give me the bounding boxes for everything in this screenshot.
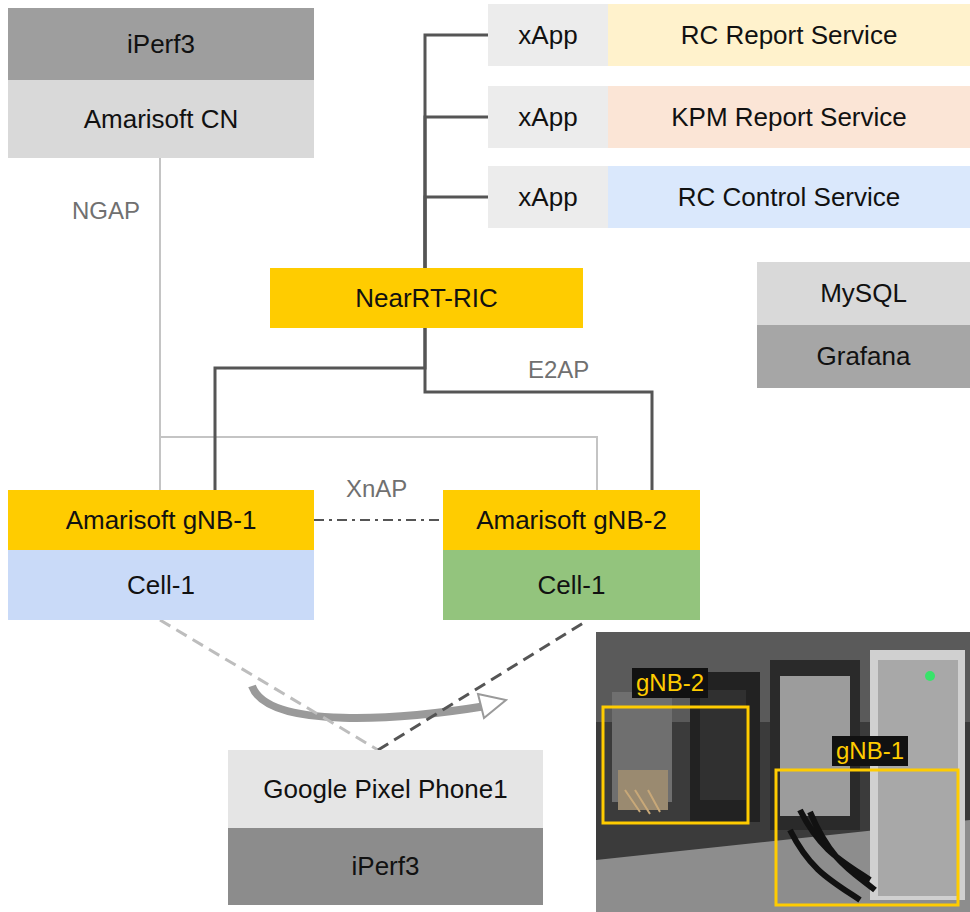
ric-box: NearRT-RIC bbox=[270, 268, 583, 328]
ric-bus bbox=[425, 35, 488, 268]
process-box: Amarisoft CN bbox=[8, 80, 314, 158]
box-label: xApp bbox=[518, 21, 577, 50]
e2ap-line bbox=[425, 328, 652, 490]
process-box: iPerf3 bbox=[8, 8, 314, 80]
radio-link bbox=[378, 620, 588, 750]
service-box: RC Control Service bbox=[608, 166, 970, 228]
box-label: Cell-1 bbox=[538, 571, 606, 600]
interface-label: XnAP bbox=[342, 476, 411, 502]
box-label: xApp bbox=[518, 103, 577, 132]
interface-label: NGAP bbox=[68, 198, 144, 224]
box-label: MySQL bbox=[820, 279, 907, 308]
ric-bus bbox=[425, 197, 488, 268]
xapp-box: xApp bbox=[488, 4, 608, 66]
device-box: Google Pixel Phone1 bbox=[228, 750, 543, 828]
box-label: Amarisoft gNB-1 bbox=[66, 506, 257, 535]
xapp-box: xApp bbox=[488, 166, 608, 228]
database-box: MySQL bbox=[757, 262, 970, 325]
interface-label: E2AP bbox=[524, 357, 593, 383]
box-label: Amarisoft CN bbox=[84, 105, 239, 134]
service-box: RC Report Service bbox=[608, 4, 970, 66]
service-box: KPM Report Service bbox=[608, 86, 970, 148]
ngap-line bbox=[160, 158, 597, 490]
xapp-box: xApp bbox=[488, 86, 608, 148]
box-label: Amarisoft gNB-2 bbox=[476, 506, 667, 535]
gnb-box: Amarisoft gNB-2 bbox=[443, 490, 700, 550]
process-box: iPerf3 bbox=[228, 828, 543, 905]
box-label: xApp bbox=[518, 183, 577, 212]
box-label: RC Report Service bbox=[681, 21, 898, 50]
box-label: KPM Report Service bbox=[671, 103, 907, 132]
photo-label: gNB-1 bbox=[832, 736, 908, 766]
ric-bus bbox=[425, 117, 488, 268]
box-label: Google Pixel Phone1 bbox=[263, 775, 507, 804]
box-label: Grafana bbox=[817, 342, 911, 371]
box-label: iPerf3 bbox=[352, 852, 420, 881]
gnb-box: Amarisoft gNB-1 bbox=[8, 490, 314, 550]
dashboard-box: Grafana bbox=[757, 325, 970, 388]
photo-label: gNB-2 bbox=[632, 668, 708, 698]
radio-link bbox=[160, 620, 378, 750]
box-label: Cell-1 bbox=[127, 571, 195, 600]
cell-box: Cell-1 bbox=[8, 550, 314, 620]
e2ap-line bbox=[215, 328, 425, 490]
lab-photo bbox=[596, 632, 970, 912]
cell-box: Cell-1 bbox=[443, 550, 700, 620]
handover-arrow bbox=[252, 686, 506, 718]
box-label: NearRT-RIC bbox=[355, 284, 498, 313]
box-label: RC Control Service bbox=[678, 183, 901, 212]
xnap-line bbox=[314, 519, 443, 521]
box-label: iPerf3 bbox=[127, 30, 195, 59]
